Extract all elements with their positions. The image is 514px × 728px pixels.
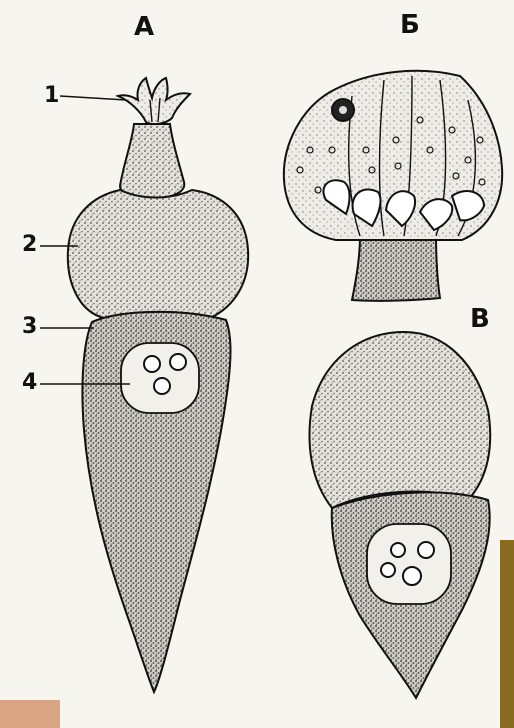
panel-label-c: В xyxy=(470,306,490,332)
callout-3: 3 xyxy=(22,316,37,338)
neck xyxy=(120,124,184,198)
panel-a-organism xyxy=(40,78,248,692)
nucleus-a xyxy=(121,343,199,413)
callout-1: 1 xyxy=(44,85,59,107)
epimerite xyxy=(118,78,190,124)
frame-accent-right xyxy=(500,540,514,728)
callout-4: 4 xyxy=(22,372,37,394)
panel-label-a: А xyxy=(134,14,154,40)
frame-accent-bottom xyxy=(0,700,60,728)
protomerite xyxy=(68,190,248,318)
leader-1 xyxy=(60,96,126,100)
panel-c-organism xyxy=(309,332,490,698)
upper-segment xyxy=(309,332,490,508)
nucleus-c xyxy=(367,524,451,604)
stalk xyxy=(352,236,440,301)
panel-b-head-detail xyxy=(284,71,502,301)
panel-label-b: Б xyxy=(400,12,420,38)
callout-2: 2 xyxy=(22,234,37,256)
